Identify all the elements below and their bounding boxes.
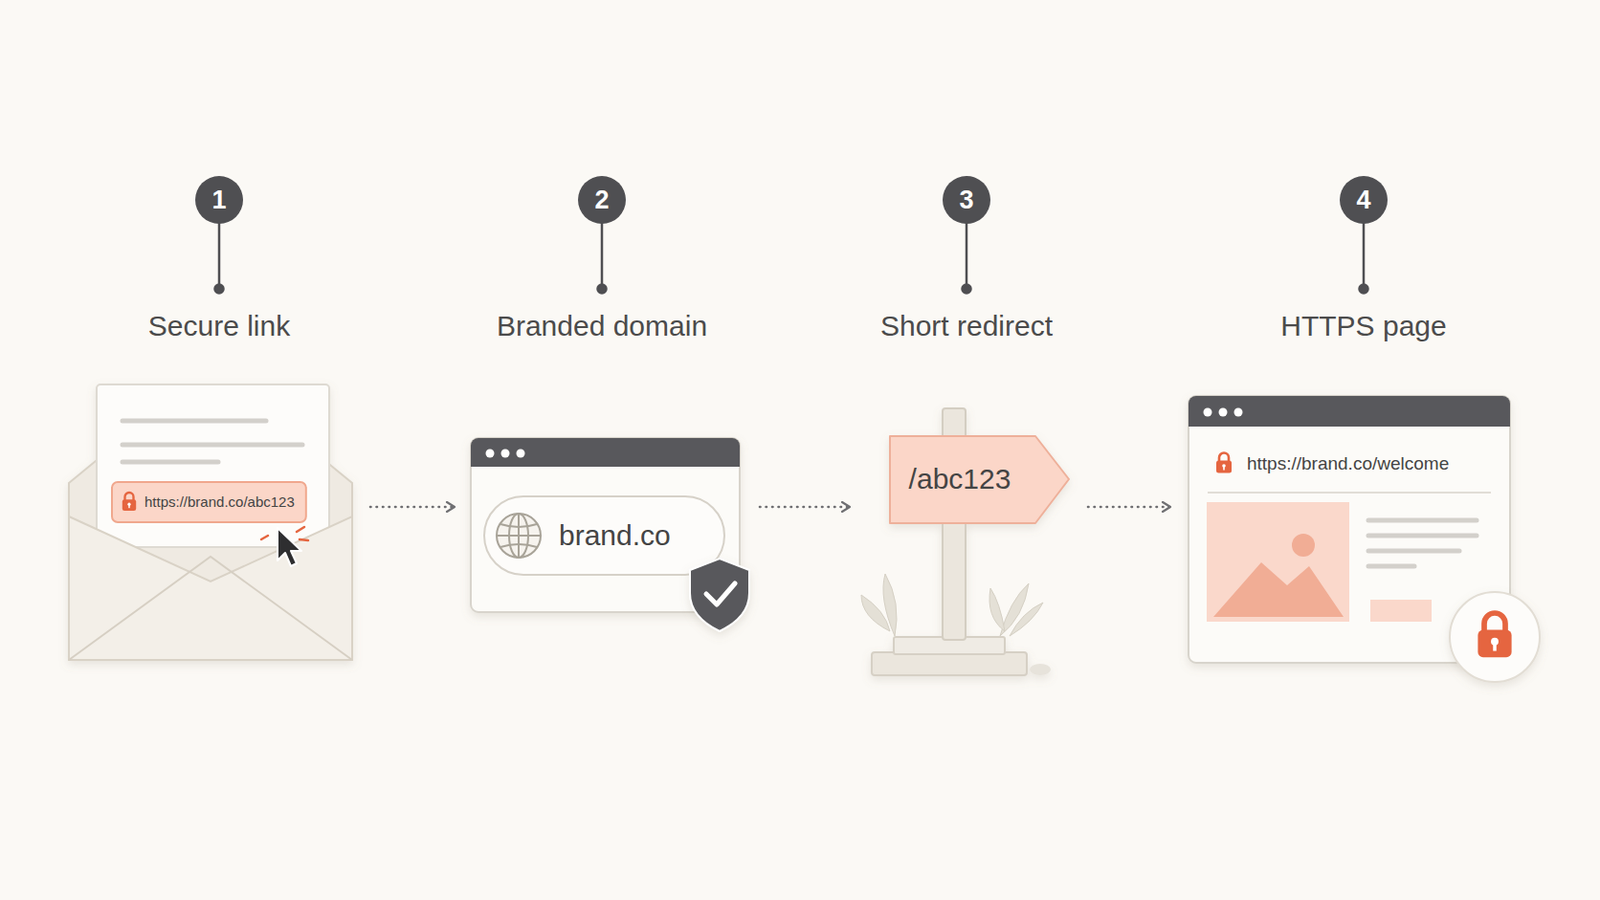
- https-browser-part: [1188, 396, 1511, 427]
- leaves-part: [861, 595, 890, 632]
- link-pill-part: [122, 492, 136, 512]
- globe-icon-part: [517, 513, 520, 558]
- domain-name: brand.co: [558, 518, 671, 554]
- https-browser-part: [1368, 564, 1415, 570]
- lock-badge-part: [1449, 592, 1540, 683]
- https-browser-part: [1207, 491, 1491, 494]
- leader-lines-part: [965, 222, 969, 288]
- domain-browser-part: [516, 449, 526, 459]
- lock-badge: [1449, 592, 1540, 683]
- step-card: Branded domain brand.co: [470, 306, 744, 623]
- https-browser-part: [1368, 549, 1460, 555]
- step-number: 2: [577, 176, 626, 224]
- leader-lines-part: [600, 222, 604, 288]
- https-browser-part: [1213, 562, 1344, 618]
- https-browser-part: [1368, 533, 1477, 539]
- step-heading: Secure link: [148, 309, 290, 344]
- envelope-part: [122, 460, 219, 466]
- mouse-cursor-part-part: [299, 539, 309, 541]
- leader-lines-part: [598, 285, 607, 294]
- leader-lines: [215, 222, 1369, 294]
- envelope-part: [68, 556, 353, 661]
- page-url: https://brand.co/welcome: [1246, 453, 1449, 476]
- redirect-path: /abc123: [909, 462, 1012, 497]
- https-browser-part: [1219, 408, 1228, 418]
- link-pill-part: [111, 482, 307, 523]
- step-heading: Branded domain: [496, 309, 708, 344]
- globe-icon-part: [496, 513, 541, 558]
- flow-arrow: [370, 506, 455, 510]
- https-browser-part: [1368, 518, 1477, 524]
- https-browser-part: [1216, 453, 1232, 474]
- mouse-cursor-part-part: [296, 527, 305, 533]
- envelope-part: [122, 419, 267, 424]
- signpost: [871, 408, 1069, 676]
- shield-check-part: [689, 558, 750, 632]
- envelope-part: [122, 443, 303, 448]
- shield-check-part: [706, 583, 735, 605]
- https-browser-part: [1234, 408, 1244, 418]
- flow-arrow: [759, 506, 850, 510]
- lock-badge-part: [1477, 613, 1512, 658]
- flow-arrow: [1088, 506, 1171, 510]
- leader-lines-part: [215, 285, 224, 294]
- signpost-part: [1029, 664, 1051, 676]
- globe-icon: [496, 513, 541, 558]
- step-card: HTTPS page https://brand.co/welcome: [1186, 306, 1546, 670]
- mouse-cursor: [261, 527, 309, 567]
- leader-lines-part: [218, 222, 222, 288]
- step-card: Short redirect/abc123: [866, 306, 1072, 685]
- leader-lines-part: [1359, 285, 1369, 294]
- step-number: 1: [195, 176, 244, 224]
- domain-browser-part: [501, 449, 511, 459]
- https-browser-part: [1291, 533, 1315, 557]
- envelope-part: [96, 384, 330, 548]
- mouse-cursor-part: [277, 528, 302, 567]
- envelope: [68, 384, 353, 661]
- step-number: 3: [942, 176, 991, 224]
- https-browser-part: [1203, 408, 1213, 418]
- leaves-part: [989, 588, 1005, 632]
- leader-lines-part: [962, 285, 972, 294]
- domain-browser-part: [486, 449, 495, 459]
- link-url: https://brand.co/abc123: [144, 493, 295, 512]
- mouse-cursor-part-part: [261, 535, 268, 540]
- shield-check: [689, 558, 750, 632]
- leaves-part: [1009, 602, 1044, 637]
- https-browser-part: [1370, 600, 1432, 623]
- step-heading: HTTPS page: [1280, 309, 1446, 344]
- domain-browser-part: [484, 496, 725, 576]
- leader-lines-part: [1362, 222, 1366, 288]
- step-card: Secure link https://brand.co/abc123: [66, 306, 355, 666]
- signpost-part: [871, 652, 1027, 676]
- signpost-part: [889, 436, 1069, 524]
- step-heading: Short redirect: [880, 309, 1053, 344]
- envelope-part: [68, 516, 353, 661]
- step-number: 4: [1339, 176, 1388, 224]
- domain-browser-part: [470, 438, 740, 467]
- https-browser-part: [1206, 502, 1350, 623]
- mouse-cursor-part: [261, 527, 309, 541]
- link-pill: [111, 482, 307, 523]
